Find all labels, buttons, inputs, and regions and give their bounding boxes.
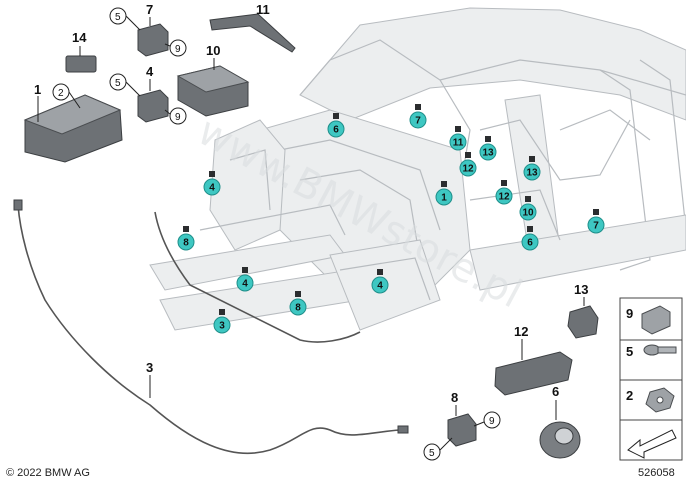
marker-m6b <box>521 233 539 251</box>
marker-part-m13a <box>485 136 491 142</box>
marker-label-m4b: 4 <box>242 279 248 290</box>
marker-m4b <box>236 274 254 292</box>
harness-3-front <box>154 211 361 343</box>
marker-m11 <box>449 133 467 151</box>
legend-2: 2 <box>626 388 633 403</box>
marker-label-m4a: 4 <box>209 183 215 194</box>
callout-5b: 5 <box>115 78 121 89</box>
marker-label-m12a: 12 <box>462 164 474 175</box>
marker-m7a <box>409 111 427 129</box>
callout-6: 6 <box>552 384 559 399</box>
legend-9: 9 <box>626 306 633 321</box>
callout-9c-ring <box>483 411 501 429</box>
part-14-pad <box>65 55 97 73</box>
marker-part-m11 <box>455 126 461 132</box>
part-6-grommet <box>539 421 581 459</box>
callout-5a: 5 <box>115 12 121 23</box>
part-7-bracket <box>137 23 169 57</box>
callout-1: 1 <box>34 82 41 97</box>
marker-part-m4b <box>242 267 248 273</box>
marker-part-m12a <box>465 152 471 158</box>
callout-8: 8 <box>451 390 458 405</box>
marker-part-m8b <box>295 291 301 297</box>
marker-part-m13b <box>529 156 535 162</box>
callout-5c: 5 <box>429 448 435 459</box>
marker-part-m1 <box>441 181 447 187</box>
legend-panel: 9 5 2 <box>619 297 683 461</box>
marker-label-m12b: 12 <box>498 192 510 203</box>
marker-part-m8a <box>183 226 189 232</box>
callout-7: 7 <box>146 2 153 17</box>
callout-9a-ring <box>169 39 187 57</box>
marker-part-m6a <box>333 113 339 119</box>
marker-label-m11: 11 <box>453 138 464 149</box>
connector-3-start <box>13 199 23 211</box>
marker-m13b <box>523 163 541 181</box>
marker-m8a <box>177 233 195 251</box>
callout-12: 12 <box>514 324 528 339</box>
drawing-number: 526058 <box>638 467 675 479</box>
callout-10: 10 <box>206 43 220 58</box>
marker-m7b <box>587 216 605 234</box>
marker-label-m6a: 6 <box>333 125 339 136</box>
callout-9a: 9 <box>175 44 181 55</box>
marker-part-m4c <box>377 269 383 275</box>
marker-label-m13b: 13 <box>526 168 538 179</box>
callout-13: 13 <box>574 282 588 297</box>
part-4-bracket <box>137 89 169 123</box>
marker-m12a <box>459 159 477 177</box>
marker-part-m7b <box>593 209 599 215</box>
marker-label-m8a: 8 <box>183 238 189 249</box>
callout-14: 14 <box>72 30 87 45</box>
marker-label-m6b: 6 <box>527 238 533 249</box>
marker-m3 <box>213 316 231 334</box>
callout-5c-ring <box>423 443 441 461</box>
callout-9b-ring <box>169 107 187 125</box>
marker-m8b <box>289 298 307 316</box>
marker-m12b <box>495 187 513 205</box>
legend-5-bolt-icon <box>643 344 677 356</box>
legend-5: 5 <box>626 344 633 359</box>
marker-label-m8b: 8 <box>295 303 301 314</box>
callout-11: 11 <box>256 2 270 17</box>
marker-m6a <box>327 120 345 138</box>
callout-4: 4 <box>146 64 154 79</box>
marker-part-m7a <box>415 104 421 110</box>
callout-9b: 9 <box>175 112 181 123</box>
part-8-sensor <box>447 413 477 447</box>
marker-part-m12b <box>501 180 507 186</box>
marker-label-m7b: 7 <box>593 221 599 232</box>
legend-2-nut-icon <box>645 387 675 413</box>
callout-9c: 9 <box>489 416 495 427</box>
marker-m4a <box>203 178 221 196</box>
legend-arrow-icon <box>627 429 677 459</box>
legend-9-nut-icon <box>641 305 671 335</box>
marker-m13a <box>479 143 497 161</box>
marker-part-m6b <box>527 226 533 232</box>
connector-3-end <box>397 425 409 434</box>
marker-part-m10 <box>525 196 531 202</box>
marker-m10 <box>519 203 537 221</box>
callout-3: 3 <box>146 360 153 375</box>
marker-label-m4c: 4 <box>377 281 383 292</box>
harness-3-loose <box>17 204 401 455</box>
car-body-shell <box>149 7 686 331</box>
marker-label-m13a: 13 <box>482 148 494 159</box>
callout-2: 2 <box>58 88 64 99</box>
part-11-antenna <box>209 13 296 53</box>
marker-label-m3: 3 <box>219 321 225 332</box>
part-12-switch-panel <box>494 351 573 396</box>
marker-part-m4a <box>209 171 215 177</box>
part-13-clip <box>567 305 599 339</box>
marker-part-m3 <box>219 309 225 315</box>
marker-label-m7a: 7 <box>415 116 421 127</box>
marker-label-m10: 10 <box>522 208 534 219</box>
marker-m4c <box>371 276 389 294</box>
copyright-text: © 2022 BMW AG <box>6 467 90 479</box>
marker-label-m1: 1 <box>441 193 447 204</box>
marker-m1 <box>435 188 453 206</box>
